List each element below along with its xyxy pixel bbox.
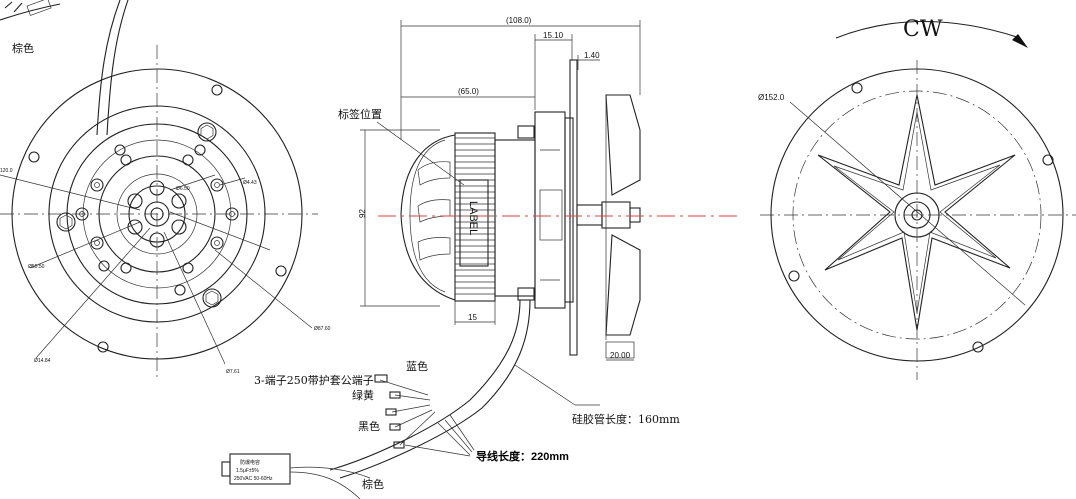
label-plate-text: LABEL	[467, 201, 479, 235]
capacitor-line-3: 250VAC 50-60Hz	[234, 476, 273, 482]
terminal-spec: 3-端子250带护套公端子	[254, 373, 374, 387]
wire-black-label: 黑色	[358, 419, 380, 433]
dim-d14: Ø14.84	[34, 358, 51, 364]
dim-120: 120.0	[0, 168, 13, 174]
dim-depth-65: (65.0)	[458, 87, 479, 96]
label-position-note: 标签位置	[338, 107, 382, 121]
left-motor-front-view	[0, 0, 318, 380]
right-impeller-front-view	[760, 20, 1076, 380]
dim-d87: Ø87.60	[314, 326, 331, 332]
dim-overall-108: (108.0)	[506, 16, 532, 25]
dim-15: 15	[468, 313, 477, 322]
dim-20-00: 20.00	[610, 351, 631, 360]
dim-d7: Ø7.61	[226, 369, 240, 375]
wire-green-yellow-label: 绿黄	[352, 388, 374, 402]
dim-d50: Ø50.50	[28, 264, 45, 270]
brown-wire-label-top: 棕色	[12, 41, 34, 55]
dim-15-10: 15.10	[543, 31, 564, 40]
center-motor-side-view	[221, 20, 740, 499]
rotation-direction-label: CW	[903, 17, 943, 42]
dim-1-40: 1.40	[584, 51, 600, 60]
capacitor-line-1: 防爆电容	[240, 459, 260, 466]
silicone-tube-length: 硅胶管长度：160mm	[572, 412, 680, 426]
dim-height-92: 92	[358, 209, 367, 218]
dim-d152: Ø152.0	[758, 93, 785, 102]
dim-d6: Ø6.50	[176, 186, 190, 192]
capacitor-line-2: 1.5μF±5%	[236, 468, 259, 474]
wire-brown-label: 棕色	[362, 477, 384, 491]
wire-length-note: 导线长度：220mm	[476, 449, 569, 463]
wire-blue-label: 蓝色	[406, 359, 428, 373]
dim-d4: Ø4.43	[243, 180, 257, 186]
